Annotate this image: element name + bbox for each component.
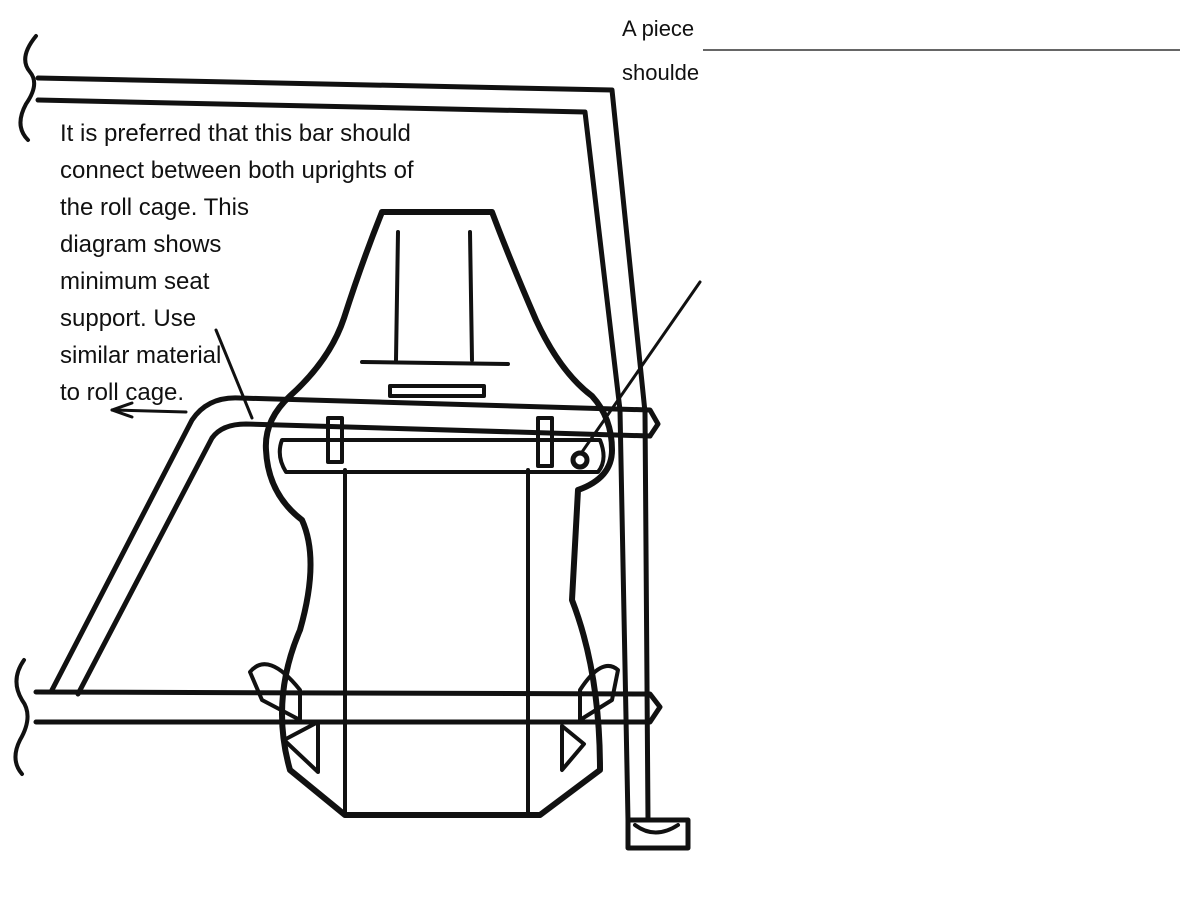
seat-shell xyxy=(262,209,615,818)
seat-support-bar xyxy=(49,395,661,697)
main-note-line-2: connect between both uprights of xyxy=(60,157,414,184)
main-note-line-1: It is preferred that this bar should xyxy=(60,120,411,147)
crop-mask xyxy=(703,0,1193,897)
main-note-line-5: minimum seat xyxy=(60,268,210,295)
upright-foot-plate xyxy=(625,817,691,851)
right-note-line-1: A piece xyxy=(622,16,694,41)
roll-cage-hoop xyxy=(18,34,651,823)
main-note-line-8: to roll cage. xyxy=(60,379,184,406)
seat-side-lugs xyxy=(248,662,620,774)
main-note-line-4: diagram shows xyxy=(60,231,221,258)
lower-cross-bar xyxy=(13,658,663,776)
main-note-line-7: similar material xyxy=(60,342,221,369)
seat-brackets xyxy=(326,416,590,470)
main-note-line-3: the roll cage. This xyxy=(60,194,249,221)
right-note: A piece shoulde xyxy=(622,16,700,85)
callout-leaders xyxy=(110,280,702,454)
main-note-line-6: support. Use xyxy=(60,305,196,332)
right-note-line-2: shoulde xyxy=(622,60,699,85)
main-note: It is preferred that this bar should con… xyxy=(60,120,420,406)
